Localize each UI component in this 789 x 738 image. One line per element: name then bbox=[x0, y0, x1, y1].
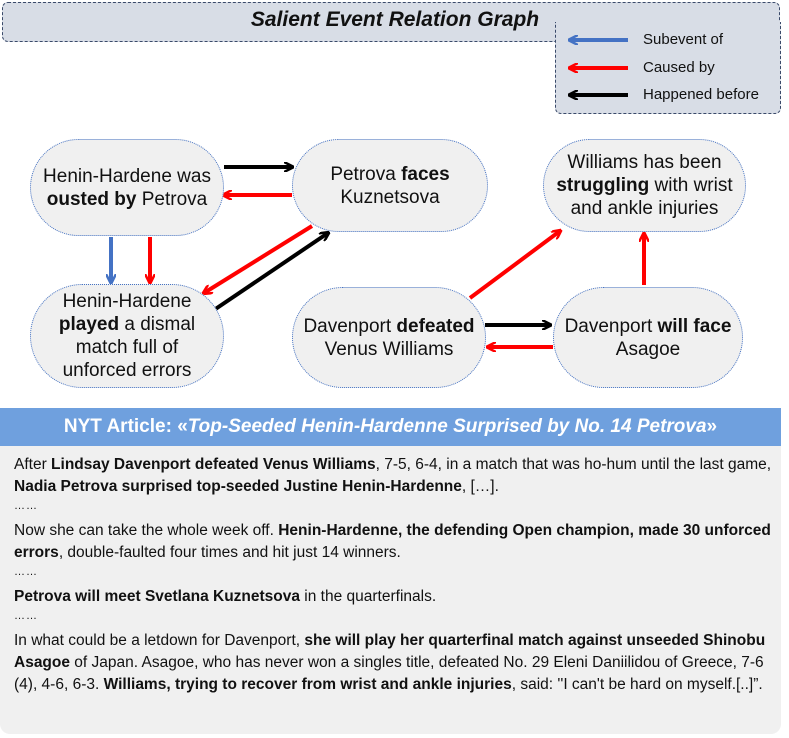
edge-n2-n4-caused bbox=[204, 224, 314, 293]
legend-label-caused: Caused by bbox=[643, 59, 715, 76]
node-henin-played: Henin-Hardene played a dismal match full… bbox=[30, 284, 224, 388]
ellipsis-3: …… bbox=[14, 610, 38, 622]
edge-n4-n2-before bbox=[212, 233, 328, 312]
ellipsis-2: …… bbox=[14, 566, 38, 578]
node-petrova-faces: Petrova faces Kuznetsova bbox=[292, 139, 488, 232]
article-paragraph-2: Now she can take the whole week off. Hen… bbox=[14, 522, 771, 561]
article-paragraph-3: Petrova will meet Svetlana Kuznetsova in… bbox=[14, 588, 437, 605]
article-paragraph-4: In what could be a letdown for Davenport… bbox=[14, 632, 766, 693]
node-williams-struggling: Williams has been struggling with wrist … bbox=[543, 139, 746, 232]
legend-label-before: Happened before bbox=[643, 86, 759, 103]
article-paragraph-1: After Lindsay Davenport defeated Venus W… bbox=[14, 456, 772, 495]
article-suffix: » bbox=[706, 416, 718, 437]
node-davenport-defeated: Davenport defeated Venus Williams bbox=[292, 287, 486, 388]
legend-label-subevent: Subevent of bbox=[643, 31, 724, 48]
graph-title: Salient Event Relation Graph bbox=[250, 8, 540, 31]
node-davenport-will-face: Davenport will face Asagoe bbox=[553, 287, 743, 388]
article-body bbox=[0, 446, 781, 734]
article-header: NYT Article: «Top-Seeded Henin-Hardenne … bbox=[0, 408, 781, 446]
article-prefix: NYT Article: « bbox=[63, 416, 188, 437]
ellipsis-1: …… bbox=[14, 500, 38, 512]
article-title: Top-Seeded Henin-Hardenne Surprised by N… bbox=[187, 416, 707, 437]
relation-graph bbox=[0, 0, 789, 408]
node-henin-ousted: Henin-Hardene was ousted by Petrova bbox=[30, 139, 224, 236]
edge-n5-n3-caused bbox=[468, 231, 560, 300]
